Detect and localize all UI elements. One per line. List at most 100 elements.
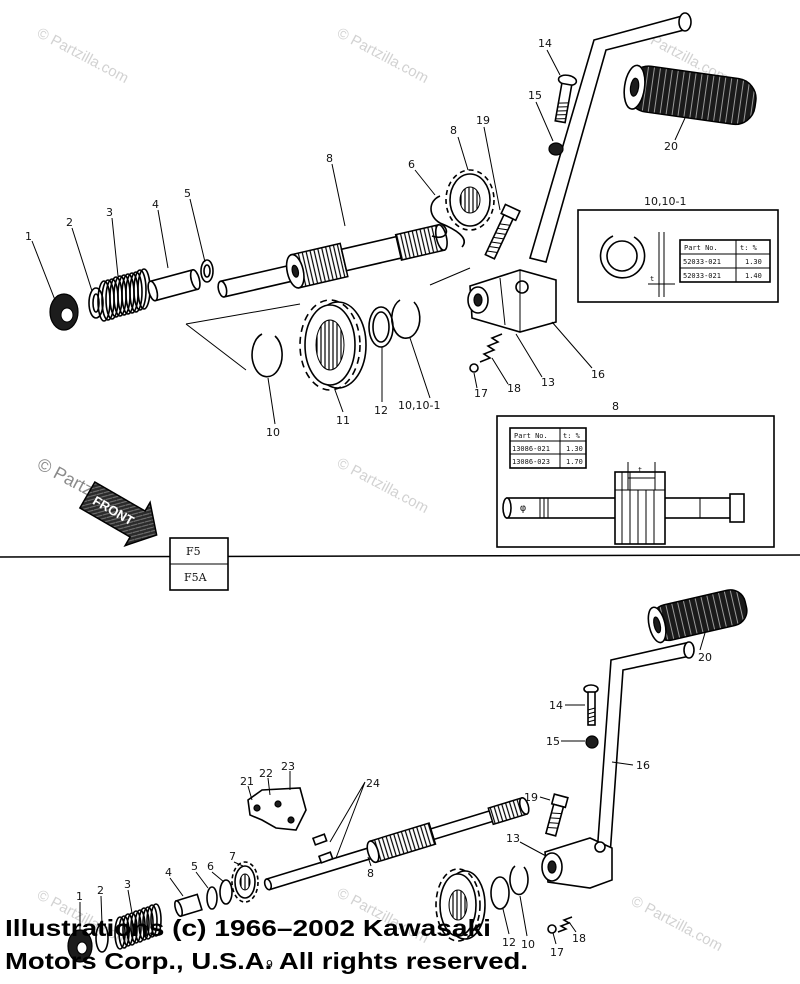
- gear-teeth: [435, 868, 481, 942]
- part-19-bolt: [544, 793, 569, 837]
- plate-hole: [253, 804, 261, 812]
- part-20-grip: [647, 589, 748, 644]
- callout-22: 22: [259, 767, 273, 780]
- shaft-grooves: [539, 498, 701, 518]
- callout-6: 6: [207, 860, 214, 873]
- table-cell: 52033-021: [683, 258, 721, 266]
- lever-clamp-bolt-hole: [594, 841, 606, 853]
- reference-plane-line: [185, 267, 471, 371]
- part-3-spring: [97, 268, 151, 322]
- part-18-spring: [557, 916, 573, 933]
- inset-clip-table: Part No. t: % 52033-021 1.30 52033-021 1…: [679, 239, 771, 283]
- part-12-washer: [490, 876, 510, 910]
- model-code-f5a: F5A: [184, 571, 208, 584]
- callout-8: 8: [367, 867, 374, 880]
- inset-shaft-table: Part No. t: % 13086-021 1.30 13086-023 1…: [509, 427, 587, 469]
- part-17-ball: [547, 924, 557, 934]
- lever-clamp-bore: [547, 860, 557, 874]
- part-21-23-stopper-plate: [247, 787, 307, 831]
- part-10-circlip: [251, 333, 283, 378]
- callout-17: 17: [550, 946, 564, 959]
- bolt-thread: [587, 707, 596, 723]
- lever-clamp-edge: [499, 270, 521, 332]
- callout-20: 20: [698, 651, 712, 664]
- shaft-gear-splines: [615, 472, 665, 544]
- gear-hub: [448, 889, 468, 921]
- spring-coil: [138, 907, 150, 941]
- copyright-notice: Illustrations (c) 1966–2002 Kawasaki Mot…: [5, 915, 528, 974]
- nut-bore: [76, 941, 88, 955]
- sleeve-end: [147, 280, 159, 302]
- circlip-drawing: [599, 235, 646, 279]
- front-arrow-shape: [78, 480, 158, 547]
- table-frame: [679, 239, 771, 283]
- washer-outer: [88, 287, 104, 319]
- part-19-bolt: [484, 203, 521, 260]
- washer-inner: [203, 264, 211, 278]
- table-header-part: Part No.: [684, 244, 718, 252]
- callout-4: 4: [165, 866, 172, 879]
- lower-assembly: 20 14 15 16 19 21 22 23 24 13 7 6 5 4 3 …: [67, 589, 748, 971]
- callout-2: 2: [97, 884, 104, 897]
- part-7-ratchet-gear: [231, 861, 259, 903]
- copyright-line-1: Illustrations (c) 1966–2002 Kawasaki: [5, 915, 491, 941]
- inset-shaft-drawing: t φ: [502, 462, 745, 545]
- inset-clip-title: 10,10-1: [644, 195, 686, 208]
- bolt-thread: [555, 102, 569, 120]
- callout-10: 10: [521, 938, 535, 951]
- table-header-thickness: t: %: [563, 432, 581, 440]
- callout-23: 23: [281, 760, 295, 773]
- inset-clip-dim-label: t: [650, 275, 654, 283]
- part-6-washer: [219, 879, 233, 905]
- model-code-box: F5 F5A: [169, 537, 229, 591]
- leader-lines: [79, 632, 706, 945]
- callout-12: 12: [502, 936, 516, 949]
- callout-14: 14: [538, 37, 552, 50]
- upper-assembly: 10,10-1 t Part No. t: % 52033-021 1.30 5…: [25, 12, 779, 548]
- part-8-kick-shaft: [217, 223, 448, 298]
- part-18-spring: [479, 333, 503, 363]
- part-14-bolt: [554, 74, 578, 124]
- lever-end-cap: [678, 12, 692, 32]
- callout-16: 16: [591, 368, 605, 381]
- leader-lines: [31, 49, 686, 425]
- table-cell: 1.70: [566, 458, 583, 466]
- table-grid: [680, 240, 770, 282]
- washer-inner: [92, 293, 100, 313]
- callout-18: 18: [572, 932, 586, 945]
- sleeve-end: [189, 269, 201, 291]
- part-15-nut: [585, 735, 599, 749]
- table-header-thickness: t: %: [740, 244, 758, 252]
- gear-hub: [315, 319, 345, 371]
- gear-teeth: [299, 299, 361, 391]
- callout-5: 5: [184, 187, 191, 200]
- part-11-kick-gear: [299, 299, 367, 391]
- table-cell: 13086-021: [512, 445, 550, 453]
- part-15-nut: [548, 142, 564, 156]
- spring-coil: [114, 916, 126, 950]
- part-6-spring-clip: [430, 195, 465, 248]
- callout-7: 7: [229, 850, 236, 863]
- part-24-screws: [311, 833, 334, 864]
- screw: [317, 851, 334, 864]
- part-16-kick-lever: [541, 641, 695, 889]
- shaft-end: [217, 280, 228, 298]
- callout-21: 21: [240, 775, 254, 788]
- spring-coil: [146, 904, 158, 938]
- table-header-part: Part No.: [514, 432, 548, 440]
- shaft-gear-section: [614, 471, 666, 545]
- plate-hole: [274, 800, 282, 808]
- plate-hole: [287, 816, 295, 824]
- spring-coil: [134, 909, 146, 943]
- lever-clamp-bolt-hole: [515, 280, 529, 294]
- callout-24: 24: [366, 777, 380, 790]
- part-16-kick-lever: [467, 12, 692, 333]
- shaft-collar: [729, 493, 745, 523]
- gear-hub: [459, 186, 481, 214]
- circlip-section-lines: [648, 232, 675, 297]
- spring-coil: [130, 910, 142, 944]
- table-cell: 1.30: [566, 445, 583, 453]
- callout-6: 6: [408, 158, 415, 171]
- part-14-bolt: [583, 684, 599, 726]
- callout-18: 18: [507, 382, 521, 395]
